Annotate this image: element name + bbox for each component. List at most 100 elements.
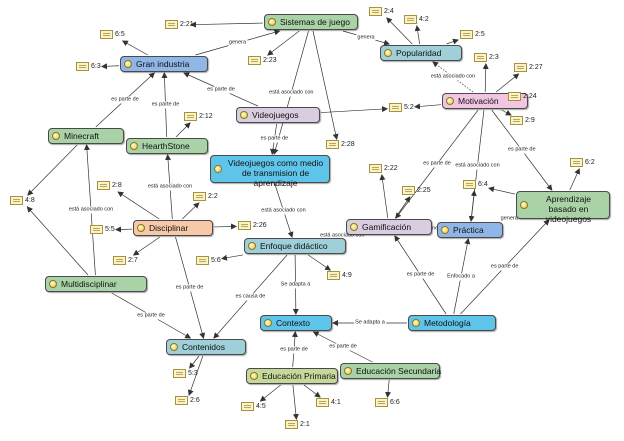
quotation-link-q25 <box>446 38 459 45</box>
quotation-label: 5:2 <box>404 104 414 111</box>
quotation-ref-2-9[interactable]: 2:9 <box>510 116 535 125</box>
quotation-link-q28 <box>117 191 160 220</box>
quotation-label: 2:4 <box>384 8 394 15</box>
concept-node-gran-industria[interactable]: Gran industria <box>120 56 208 72</box>
quotation-ref-5-5[interactable]: 5:5 <box>90 225 115 234</box>
concept-node-minecraft[interactable]: Minecraft <box>48 128 124 144</box>
quotation-ref-5-3[interactable]: 5:3 <box>173 369 198 378</box>
quotation-ref-2-27[interactable]: 2:27 <box>514 63 543 72</box>
quotation-ref-6-2[interactable]: 6:2 <box>570 158 595 167</box>
relation-label: es parte de <box>506 146 537 154</box>
concept-node-gamificacion[interactable]: Gamificación <box>346 219 432 235</box>
quotation-ref-2-25[interactable]: 2:25 <box>402 186 431 195</box>
quotation-ref-2-8[interactable]: 2:8 <box>97 181 122 190</box>
relation-label: es causa de <box>234 293 267 300</box>
concept-node-videojuegos[interactable]: Videojuegos <box>236 107 320 123</box>
quotation-link-q49 <box>308 254 332 271</box>
quotation-link-q62 <box>569 168 580 191</box>
quotation-ref-4-8[interactable]: 4:8 <box>10 196 35 205</box>
concept-node-edu-primaria[interactable]: Educación Primaria <box>246 368 338 384</box>
quotation-ref-4-1[interactable]: 4:1 <box>316 398 341 407</box>
quotation-document-icon <box>460 30 473 39</box>
relation-label: está asociado con <box>268 89 315 96</box>
quotation-label: 5:3 <box>188 370 198 377</box>
quotation-document-icon <box>10 196 23 205</box>
quotation-ref-2-7[interactable]: 2:7 <box>113 256 138 265</box>
concept-label: Práctica <box>453 225 484 235</box>
relation-label: genera <box>424 225 445 233</box>
concept-node-aprendizaje[interactable]: Aprendizaje basado en videojuegos <box>516 191 610 224</box>
quotation-ref-2-4[interactable]: 2:4 <box>369 7 394 16</box>
concept-label: Disciplinar <box>149 223 189 233</box>
concept-node-contenidos[interactable]: Contenidos <box>166 339 246 355</box>
quotation-document-icon <box>389 103 402 112</box>
quotation-ref-4-9[interactable]: 4:9 <box>327 271 352 280</box>
quotation-document-icon <box>165 20 178 29</box>
concept-icon <box>124 60 132 68</box>
quotation-ref-2-22[interactable]: 2:22 <box>369 164 398 173</box>
quotation-label: 2:12 <box>199 113 213 120</box>
quotation-document-icon <box>90 225 103 234</box>
quotation-document-icon <box>375 398 388 407</box>
concept-node-practica[interactable]: Práctica <box>437 222 503 238</box>
quotation-label: 2:5 <box>475 31 485 38</box>
quotation-ref-2-24[interactable]: 2:24 <box>508 92 537 101</box>
quotation-link-q63 <box>101 63 120 70</box>
quotation-ref-6-4[interactable]: 6:4 <box>463 180 488 189</box>
concept-node-disciplinar[interactable]: Disciplinar <box>133 220 213 236</box>
concept-node-edu-secundaria[interactable]: Educación Secundaria <box>340 363 441 379</box>
quotation-ref-2-23[interactable]: 2:23 <box>248 56 277 65</box>
concept-label: Multidisciplinar <box>61 279 117 289</box>
quotation-document-icon <box>402 186 415 195</box>
concept-label: Gran industria <box>136 59 190 69</box>
quotation-label: 4:2 <box>419 16 429 23</box>
quotation-ref-4-2[interactable]: 4:2 <box>404 15 429 24</box>
quotation-link-q65 <box>121 40 149 56</box>
quotation-ref-5-6[interactable]: 5:6 <box>196 256 221 265</box>
concept-icon <box>520 201 528 209</box>
quotation-label: 2:7 <box>128 257 138 264</box>
concept-label: Educación Primaria <box>262 371 336 381</box>
quotation-ref-2-5[interactable]: 2:5 <box>460 30 485 39</box>
quotation-document-icon <box>76 62 89 71</box>
quotation-link-q42 <box>414 25 421 45</box>
concept-icon <box>350 223 358 231</box>
quotation-ref-4-5[interactable]: 4:5 <box>241 402 266 411</box>
concept-node-motivacion[interactable]: Motivación <box>442 93 528 109</box>
quotation-link-q48 <box>27 144 78 196</box>
quotation-ref-5-2[interactable]: 5:2 <box>389 103 414 112</box>
concept-node-multidisciplinar[interactable]: Multidisciplinar <box>45 276 147 292</box>
quotation-label: 6:3 <box>91 63 101 70</box>
quotation-ref-2-28[interactable]: 2:28 <box>326 140 355 149</box>
quotation-ref-2-2[interactable]: 2:2 <box>193 192 218 201</box>
concept-label: Sistemas de juego <box>280 17 350 27</box>
quotation-label: 2:26 <box>253 222 267 229</box>
quotation-link-q26 <box>187 355 204 396</box>
quotation-ref-2-26[interactable]: 2:26 <box>238 221 267 230</box>
relation-label: es parte de <box>150 101 181 109</box>
concept-icon <box>130 142 138 150</box>
quotation-ref-6-6[interactable]: 6:6 <box>375 398 400 407</box>
concept-icon <box>214 165 222 173</box>
concept-node-sistemas[interactable]: Sistemas de juego <box>264 14 358 30</box>
concept-icon <box>170 343 178 351</box>
quotation-ref-2-21[interactable]: 2:21 <box>165 20 194 29</box>
concept-node-enfoque[interactable]: Enfoque didáctico <box>244 238 346 254</box>
quotation-document-icon <box>463 180 476 189</box>
quotation-ref-6-3[interactable]: 6:3 <box>76 62 101 71</box>
quotation-label: 4:8 <box>25 197 35 204</box>
quotation-ref-2-3[interactable]: 2:3 <box>474 53 499 62</box>
concept-label: Videojuegos como medio de transmision de… <box>227 158 324 188</box>
quotation-ref-6-5[interactable]: 6:5 <box>100 30 125 39</box>
concept-node-metodologia[interactable]: Metodología <box>408 315 496 331</box>
quotation-ref-2-6[interactable]: 2:6 <box>175 396 200 405</box>
quotation-ref-2-1[interactable]: 2:1 <box>285 420 310 429</box>
quotation-label: 6:5 <box>115 31 125 38</box>
concept-node-contexto[interactable]: Contexto <box>260 315 332 331</box>
concept-node-hearthstone[interactable]: HearthStone <box>126 138 208 154</box>
quotation-ref-2-12[interactable]: 2:12 <box>184 112 213 121</box>
concept-label: Metodología <box>424 318 471 328</box>
concept-node-medio[interactable]: Videojuegos como medio de transmision de… <box>210 155 330 188</box>
relation-label: está asociado con <box>429 73 477 81</box>
concept-node-popularidad[interactable]: Popularidad <box>380 45 462 61</box>
